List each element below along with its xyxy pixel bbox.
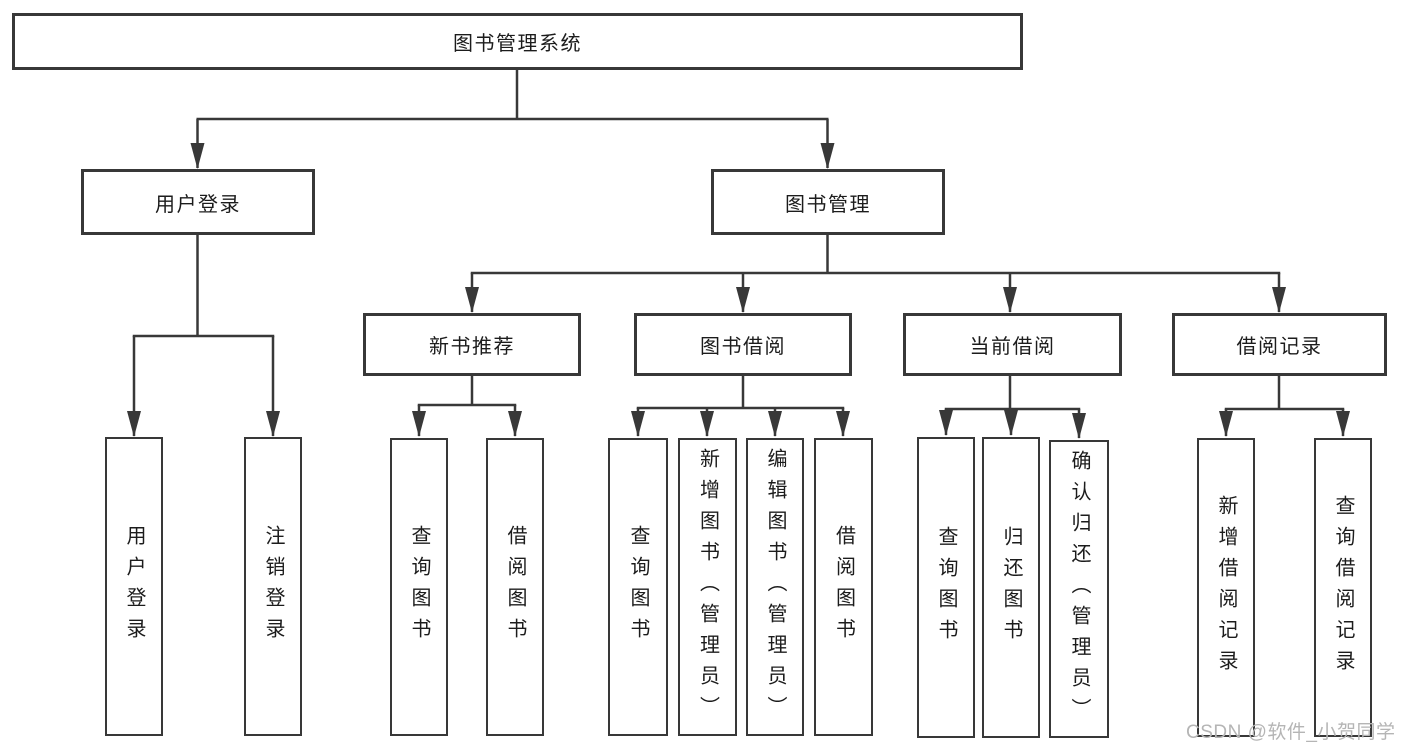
leaf-cb-confirm-return: 确认归还（管理员） [1049, 440, 1109, 738]
node-book-borrow: 图书借阅 [634, 313, 852, 376]
node-root: 图书管理系统 [12, 13, 1023, 70]
leaf-br-add-record-label: 新增借阅记录 [1215, 494, 1237, 681]
leaf-bb-query-books: 查询图书 [608, 438, 668, 736]
leaf-br-add-record: 新增借阅记录 [1197, 438, 1255, 737]
leaf-bb-borrow-books: 借阅图书 [814, 438, 873, 736]
leaf-rec-borrow-books: 借阅图书 [486, 438, 544, 736]
leaf-user-login: 用户登录 [105, 437, 163, 736]
leaf-br-query-record: 查询借阅记录 [1314, 438, 1372, 737]
leaf-cb-query-books: 查询图书 [917, 437, 975, 738]
leaf-bb-borrow-books-label: 借阅图书 [832, 525, 855, 649]
leaf-bb-query-books-label: 查询图书 [627, 525, 649, 649]
leaf-bb-edit-books-label: 编辑图书（管理员） [764, 447, 786, 727]
leaf-bb-add-books: 新增图书（管理员） [678, 438, 737, 736]
leaf-user-login-label: 用户登录 [123, 524, 145, 649]
leaf-rec-borrow-books-label: 借阅图书 [504, 525, 526, 649]
leaf-cb-confirm-return-label: 确认归还（管理员） [1068, 449, 1090, 729]
leaf-rec-query-books-label: 查询图书 [408, 525, 430, 649]
leaf-bb-edit-books: 编辑图书（管理员） [746, 438, 804, 736]
leaf-bb-add-books-label: 新增图书（管理员） [696, 447, 719, 727]
leaf-cb-return-books: 归还图书 [982, 437, 1040, 738]
node-current-borrow: 当前借阅 [903, 313, 1122, 376]
watermark: CSDN @软件_小贺同学 [1186, 722, 1396, 743]
node-user-login-branch: 用户登录 [81, 169, 315, 235]
node-book-management-branch: 图书管理 [711, 169, 945, 235]
leaf-rec-query-books: 查询图书 [390, 438, 448, 736]
leaf-logout: 注销登录 [244, 437, 302, 736]
leaf-logout-label: 注销登录 [262, 524, 284, 649]
leaf-cb-query-books-label: 查询图书 [935, 525, 957, 650]
node-new-book-recommend: 新书推荐 [363, 313, 581, 376]
leaf-br-query-record-label: 查询借阅记录 [1332, 494, 1354, 681]
node-borrow-records: 借阅记录 [1172, 313, 1387, 376]
leaf-cb-return-books-label: 归还图书 [1000, 525, 1022, 650]
